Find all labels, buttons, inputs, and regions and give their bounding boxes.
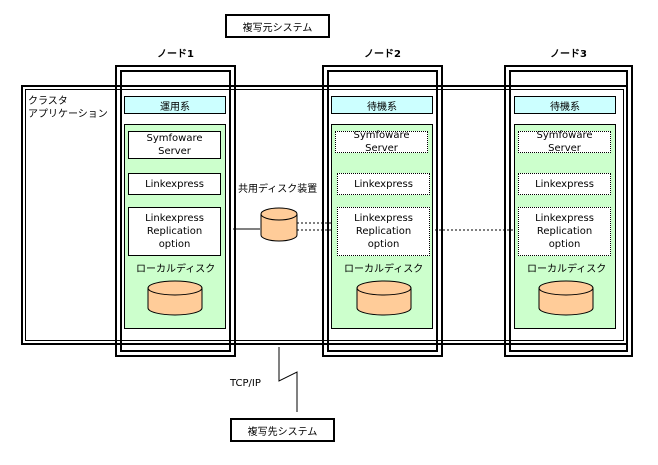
node3-role-label: 待機系 bbox=[550, 101, 580, 113]
cluster-app-label: アプリケーション bbox=[28, 109, 108, 120]
node1-symfoware-label: Symfoware Server bbox=[146, 133, 203, 157]
node2-replication-line1: Linkexpress bbox=[354, 213, 413, 224]
node3-replication-line2: Replication bbox=[536, 226, 593, 237]
node1-frame bbox=[115, 65, 236, 357]
node2-role: 待機系 bbox=[331, 96, 433, 114]
node1-replication-line2: Replication bbox=[146, 226, 203, 237]
node3-role: 待機系 bbox=[514, 96, 616, 114]
node3-frame bbox=[504, 65, 633, 357]
node3-symfoware: Symfoware Server bbox=[518, 130, 611, 154]
node2-linkexpress: Linkexpress bbox=[337, 173, 430, 195]
node1-role: 運用系 bbox=[124, 96, 226, 114]
node2-replication-line2: Replication bbox=[355, 226, 412, 237]
node2-symfoware-label: Symfoware Server bbox=[353, 130, 410, 154]
node1-symfoware: Symfoware Server bbox=[128, 131, 221, 159]
source-system-box: 複写元システム bbox=[225, 14, 330, 38]
node3-linkexpress-label: Linkexpress bbox=[535, 178, 594, 190]
network-label: TCP/IP bbox=[230, 378, 261, 389]
node1-replication: Linkexpress Replication option bbox=[128, 207, 221, 256]
node1-title: ノード1 bbox=[157, 49, 194, 60]
node2-title: ノード2 bbox=[364, 49, 401, 60]
node1-local-disk-icon bbox=[147, 280, 203, 316]
node3-title: ノード3 bbox=[550, 49, 587, 60]
source-system-label: 複写元システム bbox=[242, 22, 313, 34]
node2-replication-line3: option bbox=[367, 239, 400, 250]
cluster-label: クラスタ bbox=[28, 96, 68, 107]
node3-local-disk-icon bbox=[538, 280, 594, 316]
node1-role-label: 運用系 bbox=[160, 101, 190, 113]
node1-replication-line1: Linkexpress bbox=[145, 213, 204, 224]
node1-linkexpress-label: Linkexpress bbox=[145, 178, 204, 190]
network-line bbox=[278, 347, 298, 412]
node1-replication-line3: option bbox=[158, 239, 191, 250]
target-system-box: 複写先システム bbox=[230, 418, 335, 442]
node2-linkexpress-label: Linkexpress bbox=[354, 178, 413, 190]
node2-local-disk-label: ローカルディスク bbox=[344, 264, 424, 275]
node1-linkexpress: Linkexpress bbox=[128, 173, 221, 195]
node2-symfoware: Symfoware Server bbox=[335, 130, 428, 154]
node3-linkexpress: Linkexpress bbox=[518, 173, 611, 195]
target-system-label: 複写先システム bbox=[247, 426, 318, 438]
node3-symfoware-label: Symfoware Server bbox=[536, 130, 593, 154]
node1-local-disk-label: ローカルディスク bbox=[136, 264, 216, 275]
node3-local-disk-label: ローカルディスク bbox=[527, 264, 607, 275]
node3-replication-line1: Linkexpress bbox=[535, 213, 594, 224]
node2-replication: Linkexpress Replication option bbox=[337, 207, 430, 256]
node3-replication-line3: option bbox=[548, 239, 581, 250]
node2-local-disk-icon bbox=[356, 280, 412, 316]
node2-role-label: 待機系 bbox=[367, 101, 397, 113]
shared-disk-label: 共用ディスク装置 bbox=[238, 184, 318, 195]
node3-replication: Linkexpress Replication option bbox=[518, 207, 611, 256]
shared-disk-icon bbox=[260, 207, 298, 242]
node2-frame bbox=[322, 65, 443, 357]
